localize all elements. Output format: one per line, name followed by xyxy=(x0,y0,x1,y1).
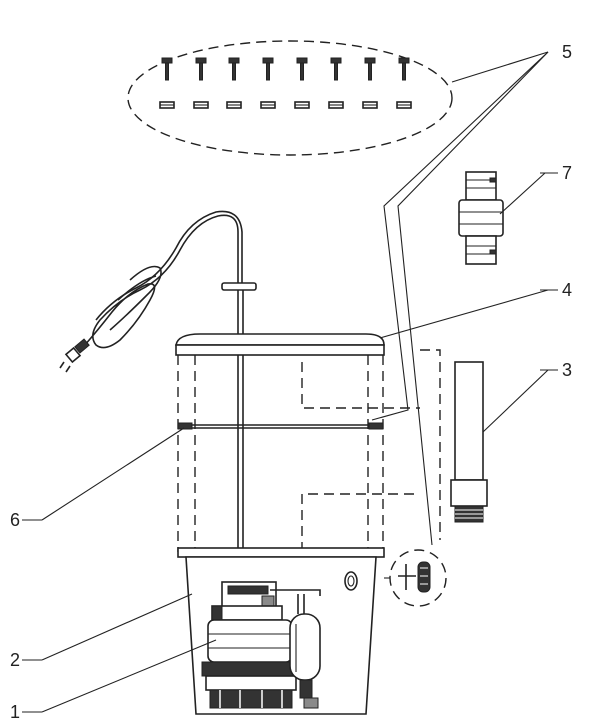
inlet-flange-detail xyxy=(384,549,447,607)
gasket xyxy=(177,422,384,430)
bolt xyxy=(364,57,376,81)
callout-label: 2 xyxy=(10,650,20,670)
callout-2: 2 xyxy=(10,650,42,670)
nut xyxy=(396,101,412,109)
nut xyxy=(226,101,242,109)
bolt xyxy=(195,57,207,81)
callout-4: 4 xyxy=(540,280,572,300)
bolt xyxy=(228,57,240,81)
nut-row xyxy=(159,101,412,109)
callout-7: 7 xyxy=(540,163,572,183)
nut xyxy=(362,101,378,109)
nut xyxy=(294,101,310,109)
bolt xyxy=(262,57,274,81)
power-cord xyxy=(59,210,243,373)
leader-7 xyxy=(499,172,546,215)
nut xyxy=(260,101,276,109)
callout-5: 5 xyxy=(562,42,572,62)
nut xyxy=(159,101,175,109)
callout-label: 6 xyxy=(10,510,20,530)
bolt xyxy=(296,57,308,81)
lid xyxy=(175,333,385,356)
leader-2 xyxy=(41,593,193,661)
tank-upper-dashed xyxy=(177,355,420,552)
pipe-dashed-path xyxy=(420,349,441,540)
hardware-kit-group xyxy=(127,40,453,156)
callout-label: 5 xyxy=(562,42,572,62)
pump xyxy=(201,581,321,709)
hardware-kit-oval xyxy=(127,40,453,156)
leader-4 xyxy=(379,289,549,339)
callout-label: 7 xyxy=(562,163,572,183)
discharge-pipe xyxy=(450,361,488,523)
bolt xyxy=(398,57,410,81)
leader-3 xyxy=(482,369,549,433)
callout-label: 1 xyxy=(10,702,20,722)
callout-6: 6 xyxy=(10,510,42,530)
callout-label: 4 xyxy=(562,280,572,300)
callout-label: 3 xyxy=(562,360,572,380)
leader-6 xyxy=(41,427,185,521)
check-valve xyxy=(458,171,504,265)
callout-1: 1 xyxy=(10,702,42,722)
bolt xyxy=(161,57,173,81)
bolt-row xyxy=(161,57,410,81)
cord-grommet xyxy=(221,282,257,291)
nut xyxy=(328,101,344,109)
callout-3: 3 xyxy=(540,360,572,380)
bolt xyxy=(330,57,342,81)
nut xyxy=(193,101,209,109)
leader-5 xyxy=(371,51,549,546)
leader-1 xyxy=(41,639,217,713)
